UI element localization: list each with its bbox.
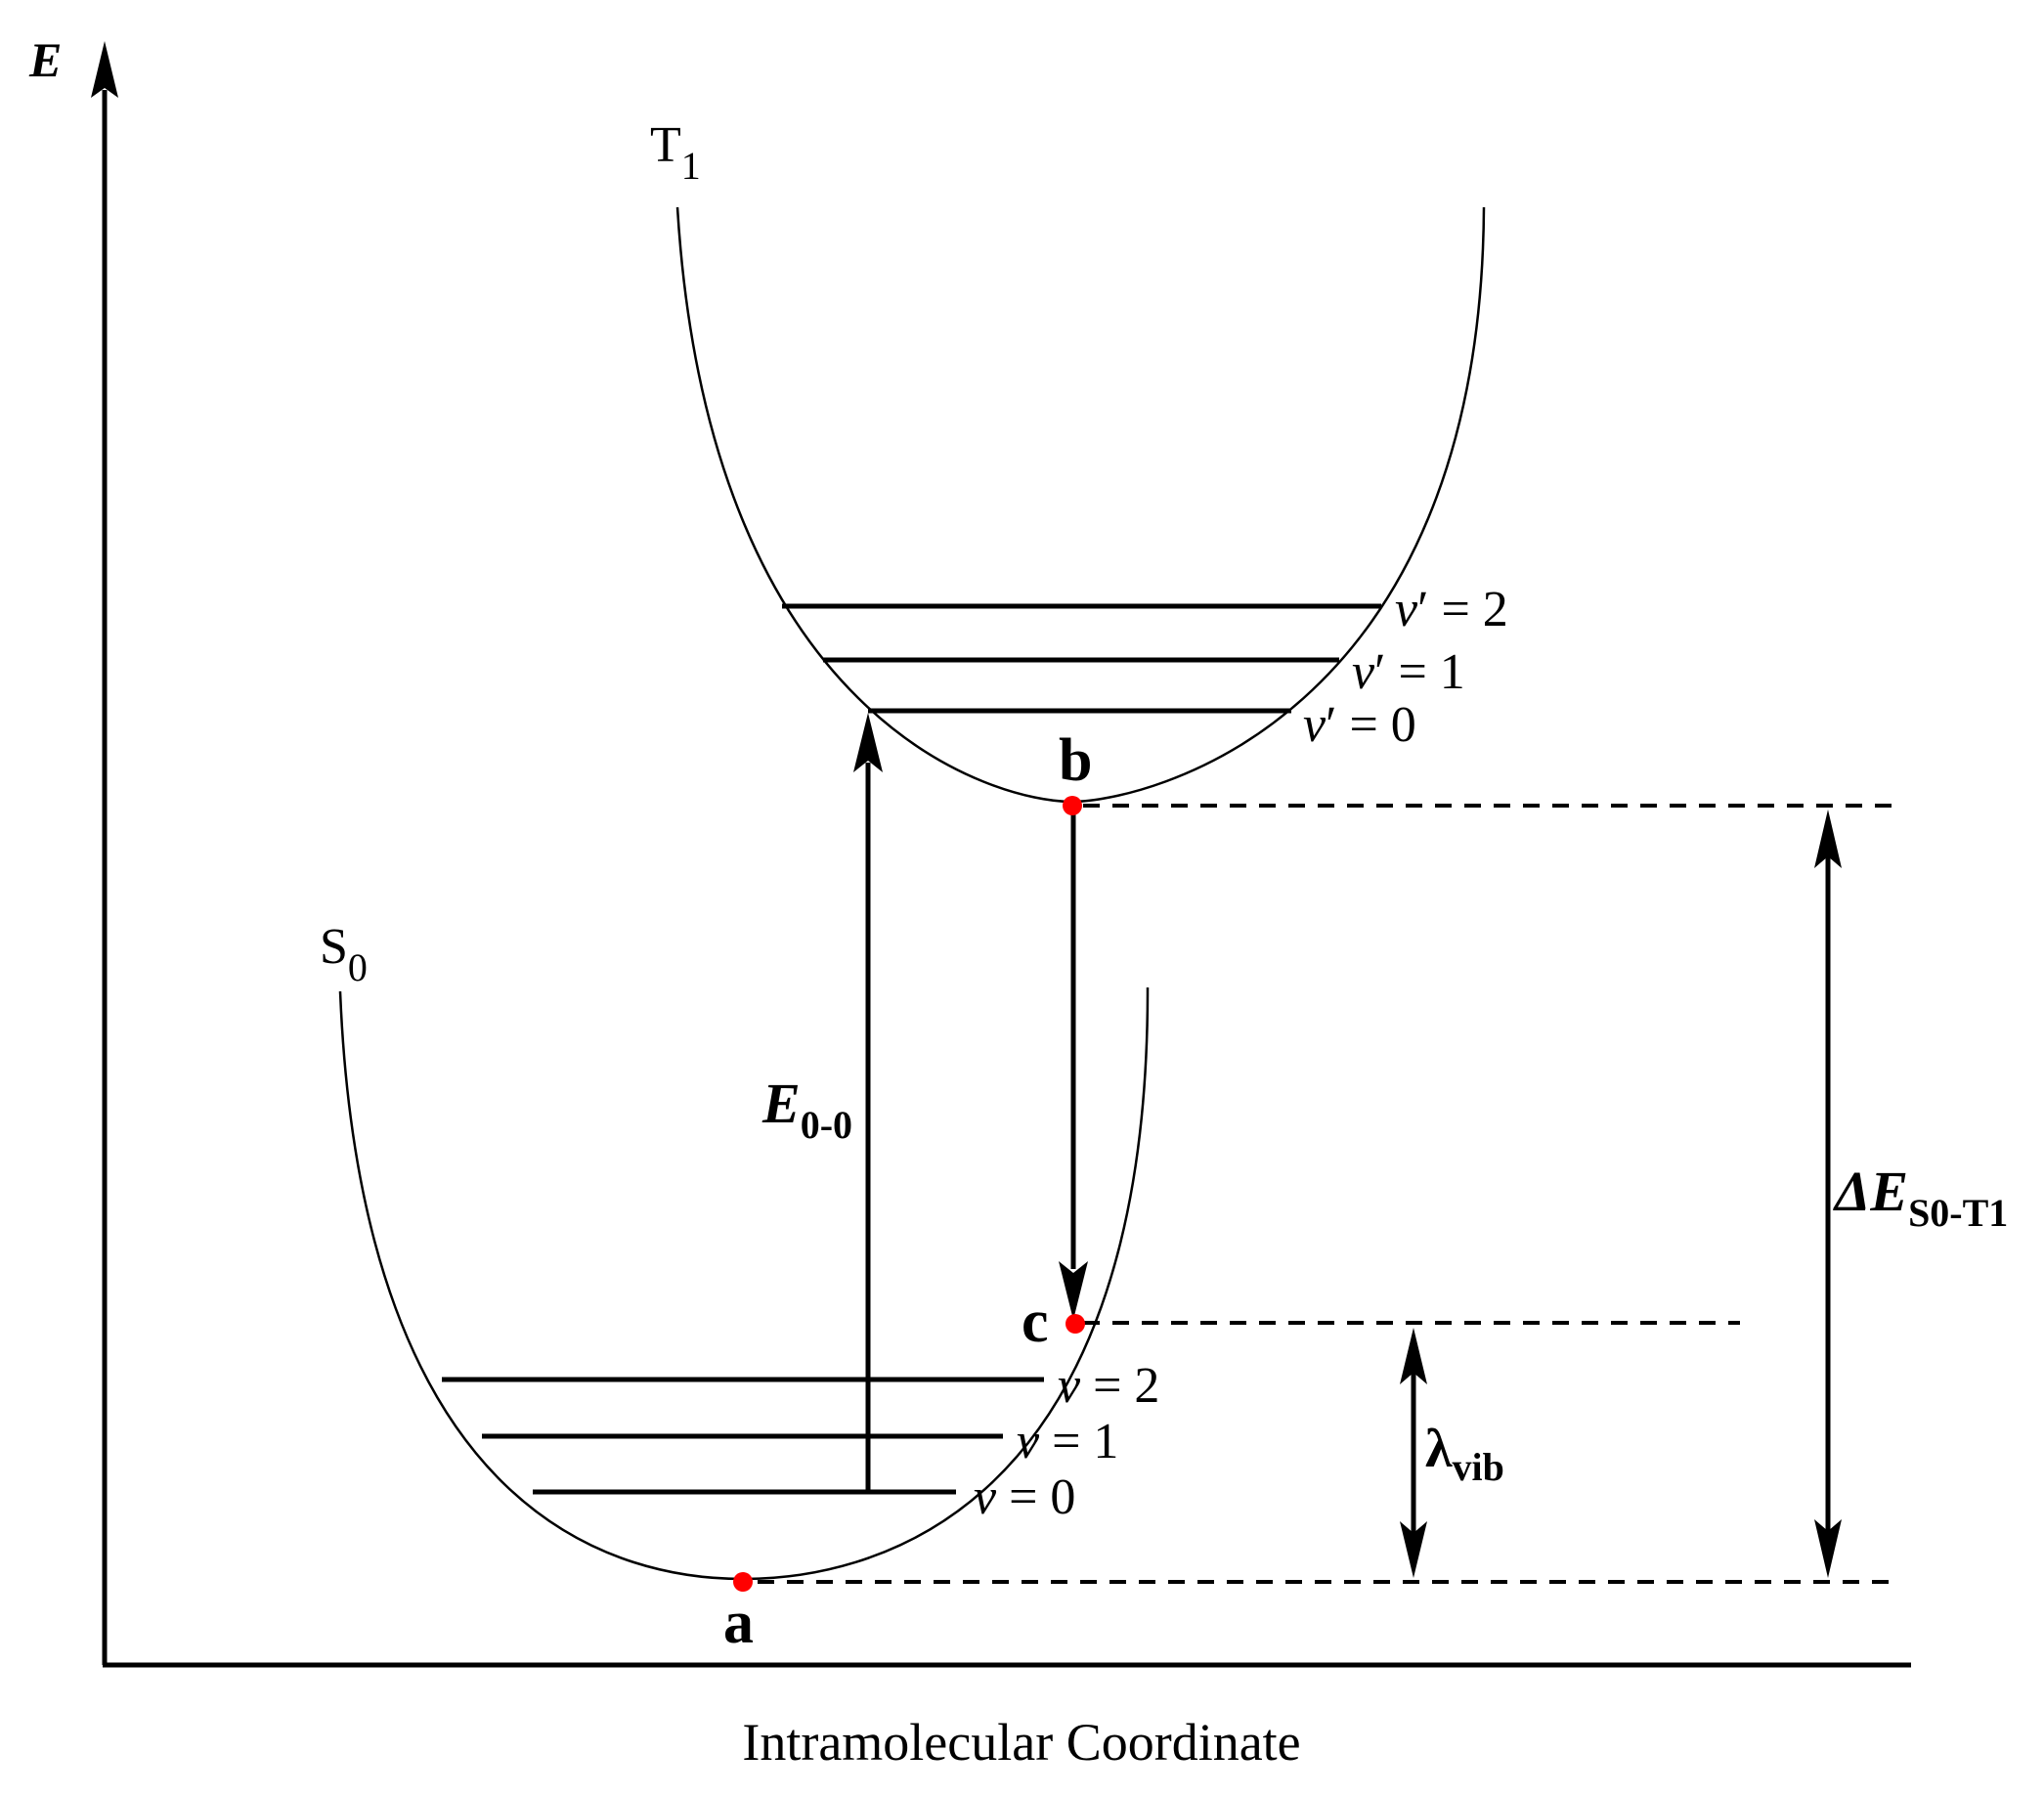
delta-arrowhead-top — [1814, 810, 1842, 868]
point-b-label: b — [1059, 727, 1092, 794]
dashed-lines — [758, 804, 1892, 1584]
e00-arrow — [853, 713, 883, 1492]
e00-label: E0-0 — [761, 1072, 852, 1147]
t1-vibrational-levels — [782, 603, 1381, 714]
b-to-c-arrow — [1059, 807, 1088, 1320]
delta-e-label: ΔES0-T1 — [1833, 1160, 2008, 1235]
point-c-label: c — [1022, 1289, 1049, 1355]
y-axis-arrowhead — [91, 41, 118, 98]
lambda-vib-arrow — [1400, 1328, 1427, 1578]
t1-label: T1 — [650, 117, 701, 188]
delta-e-arrow — [1814, 810, 1842, 1578]
point-a — [733, 1572, 753, 1592]
s0-vibrational-levels — [442, 1377, 1044, 1495]
e00-arrowhead — [853, 713, 883, 772]
s0-level-2-label: v = 2 — [1058, 1358, 1159, 1414]
t1-level-0-label: v′ = 0 — [1303, 697, 1416, 753]
t1-level-1-label: v′ = 1 — [1352, 644, 1465, 700]
lambda-arrowhead-top — [1400, 1328, 1427, 1384]
lambda-arrowhead-bottom — [1400, 1521, 1427, 1578]
y-axis-label: E — [28, 32, 62, 87]
s0-level-0-label: v = 0 — [974, 1469, 1075, 1525]
s0-level-1-label: v = 1 — [1017, 1414, 1118, 1469]
lambda-vib-label: λvib — [1425, 1419, 1504, 1489]
point-b — [1063, 796, 1082, 815]
point-c — [1065, 1314, 1085, 1334]
state-points — [733, 796, 1085, 1592]
axes — [91, 41, 1911, 1668]
delta-arrowhead-bottom — [1814, 1519, 1842, 1578]
s0-label: S0 — [320, 919, 368, 989]
b-to-c-arrowhead — [1059, 1261, 1088, 1320]
t1-level-2-label: v′ = 2 — [1395, 582, 1508, 637]
point-a-label: a — [723, 1590, 754, 1656]
x-axis-label: Intramolecular Coordinate — [742, 1713, 1300, 1772]
